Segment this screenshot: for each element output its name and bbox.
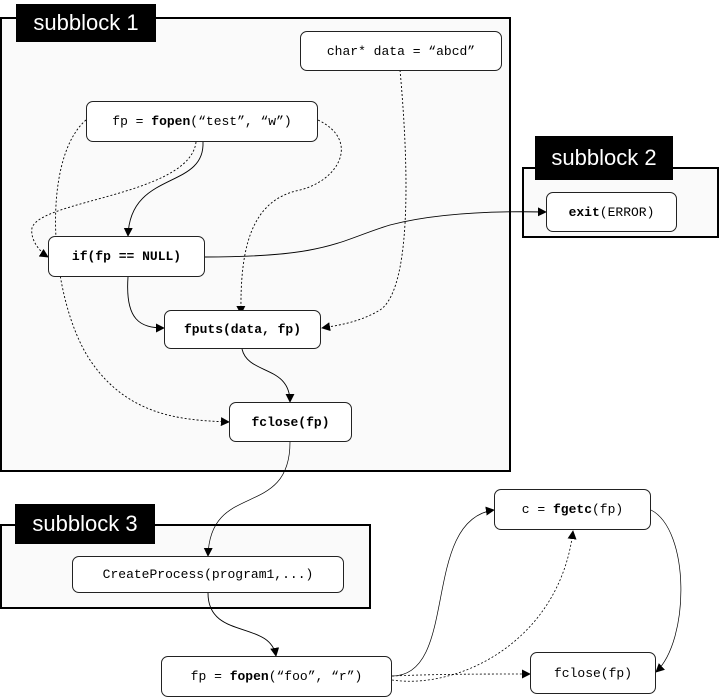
node-fclose-1-func: fclose [251,414,299,430]
node-create-process-args: (program1,...) [204,567,314,582]
node-fputs-func: fputs [183,322,223,337]
node-create-process: CreateProcess(program1,...) [72,556,344,593]
subblock-1-label: subblock 1 [16,4,156,42]
node-fputs-args: (data, fp) [223,322,302,337]
edge-fopen-to-fclose2-dotted [391,669,531,679]
node-fclose-2-func: fclose [553,665,601,681]
node-fgetc-args: (fp) [592,502,624,517]
node-fopen-foo: fp = fopen(“foo”, “r”) [161,656,392,697]
node-create-process-func: CreateProcess [102,567,205,582]
node-data-declaration: char* data = “abcd” [300,31,502,71]
node-fopen-foo-func: fopen [229,669,269,684]
node-fgetc: c = fgetc(fp) [494,489,651,530]
node-exit-args: (ERROR) [599,204,655,220]
node-fclose-2-args: (fp) [600,665,633,681]
edge-fgetc-to-fclose2 [650,509,682,673]
node-fclose-2: fclose(fp) [530,652,656,694]
subblock-2-label: subblock 2 [535,136,673,180]
node-fgetc-prefix: c = [521,502,553,517]
node-fputs: fputs(data, fp) [164,310,321,349]
node-fopen-test: fp = fopen(“test”, “w”) [86,101,318,142]
node-data-declaration-text: char* data = “abcd” [326,43,476,59]
node-fgetc-func: fgetc [552,502,592,517]
node-fopen-test-func: fopen [151,114,191,129]
node-fclose-1: fclose(fp) [229,402,352,442]
node-exit: exit(ERROR) [546,192,677,232]
subblock-3-label: subblock 3 [15,504,155,544]
node-fopen-foo-args: (“foo”, “r”) [268,669,363,684]
node-if-null-text: if(fp == NULL) [71,249,182,264]
node-fopen-test-prefix: fp = [112,114,152,129]
node-if-null: if(fp == NULL) [48,236,205,277]
edge-fopen-to-fgetc-solid [391,506,495,677]
node-fopen-test-args: (“test”, “w”) [190,114,292,129]
node-exit-func: exit [568,204,600,220]
node-fclose-1-args: (fp) [298,414,330,430]
node-fopen-foo-prefix: fp = [190,669,230,684]
